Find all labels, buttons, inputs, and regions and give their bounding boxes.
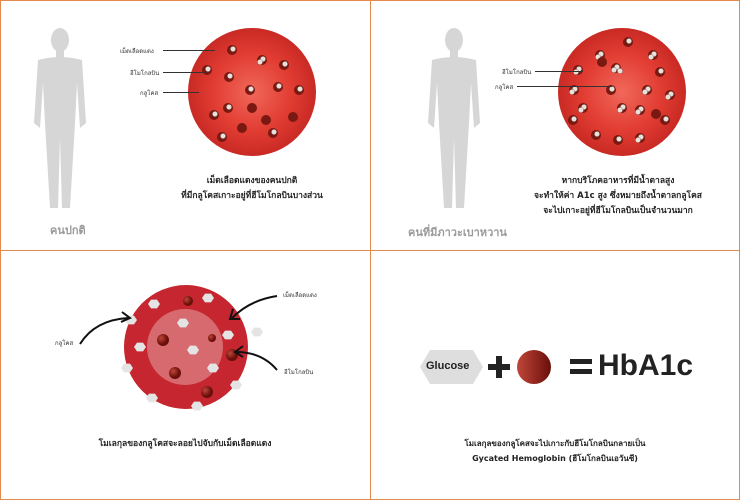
glucose-dot (282, 61, 288, 67)
red-blood-cell-inner (147, 309, 223, 385)
glucose-dot (227, 73, 233, 79)
glucose-dot (230, 46, 236, 52)
label-rbc-normal: เม็ดเลือดแดง (120, 48, 154, 55)
glucose-dot (257, 59, 263, 65)
hemoglobin-dot (597, 57, 607, 67)
glucose-dot (271, 129, 277, 135)
label-glucose-molecule: กลูโคส (55, 340, 74, 347)
glucose-molecule (207, 363, 219, 373)
glucose-dot (665, 94, 671, 100)
body (34, 57, 86, 208)
hemoglobin-dot (201, 386, 213, 398)
caption-line: จะไปเกาะอยู่ที่ฮีโมโกลบินเป็นจำนวนมาก (543, 206, 693, 216)
glucose-molecule (230, 380, 242, 390)
glucose-molecule (146, 393, 158, 403)
person-label-normal: คนปกติ (50, 224, 86, 237)
glucose-dot (658, 68, 664, 74)
glucose-molecule (187, 345, 199, 355)
pointer-arrows (79, 295, 278, 371)
hemoglobin-dot (183, 296, 193, 306)
hba1c-label: HbA1c (598, 349, 694, 382)
glucose-dot (248, 86, 254, 92)
hemoglobin-dot (288, 112, 298, 122)
plus-sign (488, 356, 510, 378)
glucose-dot (226, 104, 232, 110)
glucose-molecule (148, 299, 160, 309)
caption-normal: เม็ดเลือดแดงของคนปกติ ที่มีกลูโคสเกาะอยู… (181, 174, 323, 204)
glucose-hexagon (420, 350, 483, 384)
hemoglobin-dot (651, 109, 661, 119)
pointer-line (163, 50, 215, 51)
hemoglobin-dot (169, 367, 181, 379)
pointer-line (163, 92, 199, 93)
human-silhouette-diabetic (428, 28, 480, 208)
glucose-label: Glucose (426, 360, 470, 372)
head (51, 28, 69, 52)
glucose-dot (626, 38, 632, 44)
caption-line: จะทำให้ค่า A1c สูง ซึ่งหมายถึงน้ำตาลกลูโ… (534, 191, 702, 201)
pointer-line (535, 71, 583, 72)
hemoglobin-glucose-dots-diabetic (568, 37, 675, 145)
glucose-dot (297, 86, 303, 92)
glucose-dot (578, 107, 584, 113)
caption-line: โมเลกุลของกลูโคสจะไปเกาะกับฮีโมโกลบินกลา… (464, 439, 646, 448)
glucose-dot (571, 116, 577, 122)
hemoglobin-dot (247, 103, 257, 113)
label-hemoglobin-molecule: ฮีโมโกลบิน (284, 369, 314, 376)
person-label-diabetic: คนที่มีภาวะเบาหวาน (408, 226, 507, 239)
glucose-dot (617, 107, 623, 113)
glucose-molecule (251, 327, 263, 337)
caption-equation: โมเลกุลของกลูโคสจะไปเกาะกับฮีโมโกลบินกลา… (464, 436, 645, 466)
glucose-dot (663, 116, 669, 122)
glucose-dot (212, 111, 218, 117)
glucose-dot (616, 136, 622, 142)
label-rbc-molecule: เม็ดเลือดแดง (283, 292, 317, 299)
glucose-molecule (177, 318, 189, 328)
glucose-dot (569, 89, 575, 95)
glucose-molecule (134, 342, 146, 352)
hemoglobin-dot (261, 115, 271, 125)
neck (56, 50, 64, 58)
glucose-dot (642, 89, 648, 95)
human-silhouette-normal (34, 28, 86, 208)
hemoglobin-dot (157, 334, 169, 346)
glucose-dot (205, 66, 211, 72)
caption-diabetic: หากบริโภคอาหารที่มีน้ำตาลสูง จะทำให้ค่า … (534, 174, 702, 219)
caption-line: หากบริโภคอาหารที่มีน้ำตาลสูง (561, 176, 675, 186)
glucose-dot (573, 69, 579, 75)
caption-line: Gycated Hemoglobin (ฮีโมโกลบินเอวันซี) (472, 454, 638, 463)
label-glucose-normal: กลูโคส (140, 90, 159, 97)
caption-line: เม็ดเลือดแดงของคนปกติ (206, 176, 298, 186)
red-blood-cell-diabetic (558, 28, 686, 156)
glucose-molecule (222, 330, 234, 340)
hemoglobin-dot (237, 123, 247, 133)
glucose-molecule (121, 363, 133, 373)
hemoglobin-dot (208, 334, 216, 342)
glucose-dot (648, 54, 654, 60)
glucose-dot (617, 68, 623, 74)
body (428, 57, 480, 208)
neck (450, 50, 458, 58)
glucose-dot (609, 86, 615, 92)
glucose-molecule (202, 293, 214, 303)
pointer-line (163, 72, 205, 73)
head (445, 28, 463, 52)
glucose-molecule (191, 401, 203, 411)
caption-line: ที่มีกลูโคสเกาะอยู่ที่ฮีโมโกลบินบางส่วน (181, 191, 323, 201)
glucose-dot (220, 133, 226, 139)
equals-sign (570, 359, 592, 374)
label-hemoglobin-normal: ฮีโมโกลบิน (130, 70, 160, 77)
hemoglobin-circle (517, 350, 551, 384)
caption-molecule: โมเลกุลของกลูโคสจะลอยไปจับกับเม็ดเลือดแด… (98, 439, 272, 449)
glucose-dot (635, 109, 641, 115)
glucose-dot (611, 67, 617, 73)
hemoglobin-glucose-dots-normal (202, 45, 304, 142)
label-hemoglobin-diabetic: ฮีโมโกลบิน (502, 69, 532, 76)
label-glucose-diabetic: กลูโคส (495, 84, 514, 91)
glucose-dot (594, 131, 600, 137)
glucose-dot (276, 83, 282, 89)
pointer-line (517, 86, 612, 87)
glucose-dot (635, 137, 641, 143)
